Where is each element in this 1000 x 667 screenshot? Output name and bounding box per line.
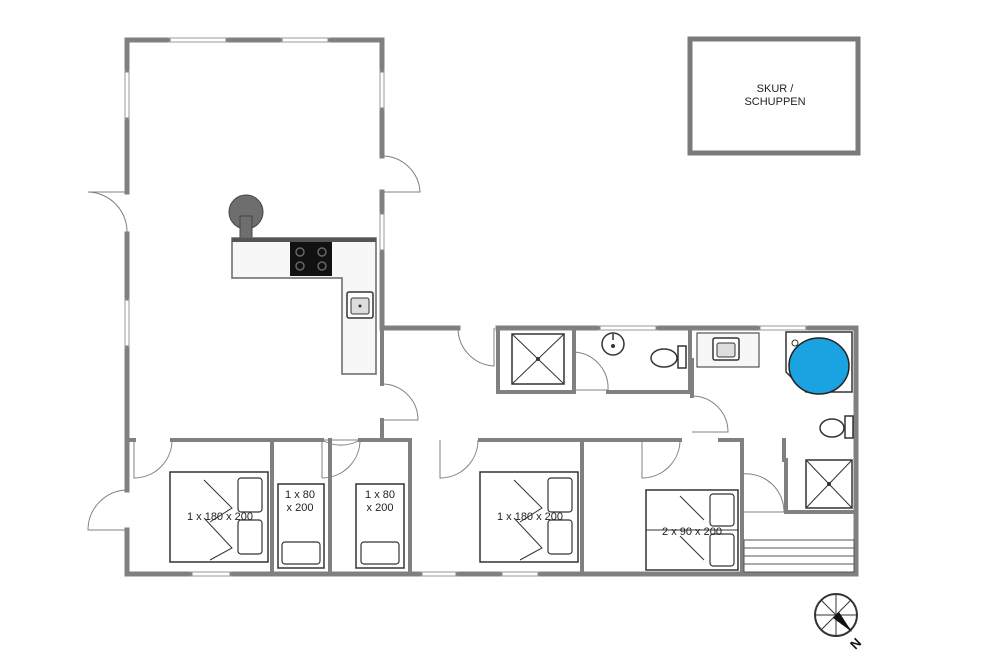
interior-walls xyxy=(125,326,858,576)
outer-walls xyxy=(124,37,859,577)
bed-double-1: 1 x 180 x 200 xyxy=(169,471,269,563)
shed-label-line1: SKUR / xyxy=(757,83,795,95)
bed-label: 1 x 80 xyxy=(365,489,395,501)
bed-single-1: 1 x 80 x 200 xyxy=(277,483,325,569)
whirlpool-icon xyxy=(785,331,853,395)
bed-label: 1 x 80 xyxy=(285,489,315,501)
shower-2 xyxy=(805,459,853,509)
shower-1 xyxy=(511,333,565,385)
bed-single-2: 1 x 80 x 200 xyxy=(355,483,405,569)
bed-twin: 2 x 90 x 200 xyxy=(645,489,739,571)
kitchen xyxy=(228,194,377,375)
bed-label: 2 x 90 x 200 xyxy=(662,526,722,538)
windows xyxy=(124,37,808,577)
hob-icon xyxy=(290,242,332,276)
sink-icon xyxy=(346,291,374,319)
doors xyxy=(87,155,785,531)
toilet-icon xyxy=(650,345,687,369)
compass-icon: N xyxy=(814,593,864,652)
north-label: N xyxy=(847,635,864,652)
washbasin-icon xyxy=(601,332,625,356)
shed: SKUR / SCHUPPEN xyxy=(687,36,861,156)
sauna-bench xyxy=(743,539,855,573)
toilet-icon xyxy=(819,415,854,439)
shed-label-line2: SCHUPPEN xyxy=(744,96,805,108)
bed-label: x 200 xyxy=(287,502,314,514)
bed-double-2: 1 x 180 x 200 xyxy=(479,471,579,563)
bathroom-sink xyxy=(696,332,760,368)
bed-label: 1 x 180 x 200 xyxy=(497,511,563,523)
bed-label: 1 x 180 x 200 xyxy=(187,511,253,523)
bed-label: x 200 xyxy=(367,502,394,514)
